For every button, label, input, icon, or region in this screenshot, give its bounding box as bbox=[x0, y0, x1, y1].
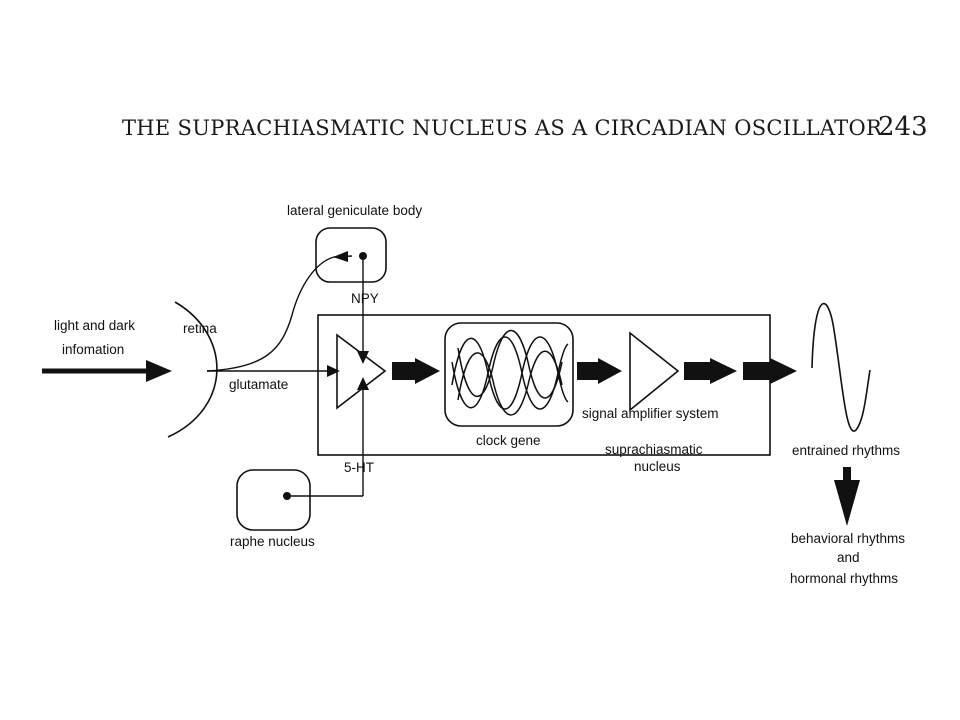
lgb-input-arrowhead bbox=[333, 251, 348, 262]
light-dark-label-line1: light and dark bbox=[54, 318, 135, 333]
npy-label: NPY bbox=[351, 291, 379, 306]
npy-arrowhead bbox=[357, 351, 369, 364]
glutamate-label: glutamate bbox=[229, 377, 288, 392]
clock-wave-3 bbox=[457, 350, 563, 416]
arrow-output bbox=[743, 358, 797, 384]
entrained-rhythm-wave bbox=[811, 302, 871, 432]
entrained-rhythms-label: entrained rhythms bbox=[792, 443, 900, 458]
arrow-to-amplifier bbox=[577, 358, 622, 384]
hormonal-rhythms-label: hormonal rhythms bbox=[790, 571, 898, 586]
signal-amplifier-label: signal amplifier system bbox=[582, 406, 719, 421]
raphe-nucleus-label: raphe nucleus bbox=[230, 534, 315, 549]
raphe-neuron-dot bbox=[283, 492, 291, 500]
five-ht-arrowhead bbox=[357, 377, 369, 390]
retina-label: retina bbox=[183, 321, 217, 336]
arrow-from-amplifier bbox=[684, 358, 737, 384]
clock-wave-2 bbox=[451, 336, 569, 410]
scn-label-line1: suprachiasmatic bbox=[605, 442, 703, 457]
behavioral-rhythms-label: behavioral rhythms bbox=[791, 531, 905, 546]
clock-gene-box bbox=[444, 322, 574, 427]
clock-wave-4 bbox=[457, 330, 563, 399]
signal-amplifier-triangle bbox=[629, 331, 680, 412]
light-dark-label-line2: infomation bbox=[62, 342, 124, 357]
glutamate-arrowhead bbox=[327, 365, 340, 377]
scn-box bbox=[317, 314, 771, 456]
arrow-to-clock-gene bbox=[392, 358, 440, 384]
raphe-nucleus-box bbox=[236, 469, 311, 531]
lateral-geniculate-body-box bbox=[315, 227, 387, 283]
and-label: and bbox=[837, 550, 860, 565]
retina-to-lgb-fiber bbox=[206, 256, 335, 372]
light-input-arrowhead bbox=[146, 360, 172, 382]
scn-label-line2: nucleus bbox=[634, 459, 681, 474]
input-triangle bbox=[336, 333, 387, 410]
clock-gene-label: clock gene bbox=[476, 433, 541, 448]
down-arrow-head bbox=[834, 480, 860, 526]
five-ht-label: 5-HT bbox=[344, 460, 374, 475]
page-header-title: THE SUPRACHIASMATIC NUCLEUS AS A CIRCADI… bbox=[122, 116, 883, 140]
lateral-geniculate-body-label: lateral geniculate body bbox=[287, 203, 422, 218]
page-number: 243 bbox=[878, 112, 928, 142]
